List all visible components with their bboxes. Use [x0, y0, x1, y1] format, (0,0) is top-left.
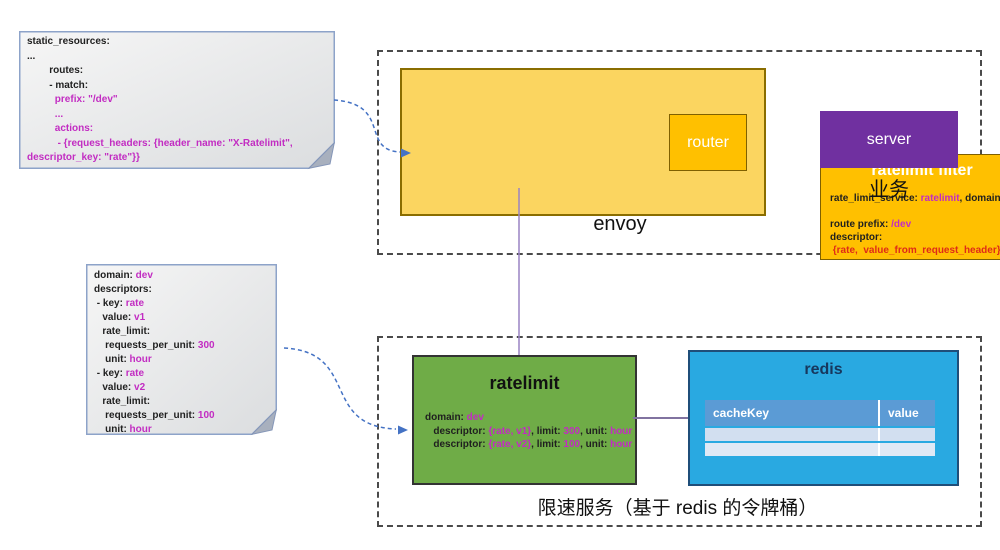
server-box: server — [820, 111, 958, 168]
text-line: - match: — [27, 79, 89, 91]
router-box: router — [669, 114, 747, 171]
ratelimit-service-group-box — [377, 336, 982, 527]
text-line: requests_per_unit: 300 — [94, 340, 215, 351]
text-line: {rate, value_from_request_header} — [830, 245, 1000, 256]
redis-box: redis cacheKey value — [688, 350, 959, 486]
ratelimit-service-caption: 限速服务（基于 redis 的令牌桶） — [537, 498, 818, 519]
text-line: value: v2 — [94, 382, 146, 393]
text-line: requests_per_unit: 100 — [94, 410, 215, 421]
note-text: domain: dev descriptors: - key: rate valu… — [94, 269, 215, 437]
text-line: descriptor: — [830, 232, 883, 243]
text-line: - {request_headers: {header_name: "X-Rat… — [57, 137, 293, 149]
redis-table-header: cacheKey value — [705, 400, 937, 426]
redis-title: redis — [804, 361, 843, 378]
server-label: server — [866, 130, 912, 148]
text-line: routes: — [27, 65, 84, 76]
text-line: descriptor_key: "rate"}} — [27, 152, 140, 163]
envoy-label: envoy — [593, 213, 647, 235]
ratelimit-config-note: domain: dev descriptors: - key: rate valu… — [86, 264, 278, 437]
ratelimit-filter-config: rate_limit_service: ratelimit, domain: d… — [830, 192, 1000, 257]
server-caption: 业务 — [869, 179, 909, 201]
text-line: descriptor: {rate, v1}, limit: 300, unit… — [425, 425, 633, 437]
text-line: static_resources: — [27, 36, 110, 47]
table-cell — [705, 428, 880, 441]
envoy-route-config-note: static_resources:... routes: - match: pr… — [19, 31, 336, 170]
text-line: route prefix: /dev — [830, 219, 912, 230]
table-header-value: value — [880, 400, 935, 426]
text-line: - key: rate — [94, 298, 145, 309]
ratelimit-service-box: ratelimit domain: dev descriptor: {rate,… — [412, 355, 637, 485]
table-cell — [880, 443, 935, 456]
envoy-listener-box: ratelimit filter rate_limit_service: rat… — [400, 68, 1000, 260]
text-line: rate_limit_service: ratelimit, domain: d… — [830, 193, 1000, 204]
table-cell — [880, 428, 935, 441]
router-label: router — [687, 133, 729, 151]
text-line: prefix: "/dev" — [54, 94, 118, 105]
ratelimit-service-config: domain: dev descriptor: {rate, v1}, limi… — [425, 411, 632, 452]
text-line: actions: — [54, 123, 94, 134]
text-line: rate_limit: — [94, 396, 151, 407]
table-row — [705, 443, 937, 456]
table-row — [705, 428, 937, 441]
folded-note-shape — [19, 31, 336, 170]
text-line: domain: dev — [425, 412, 484, 423]
text-line: unit: hour — [94, 424, 152, 435]
text-line: ... — [54, 108, 64, 120]
redis-table: cacheKey value — [705, 400, 937, 456]
note-text: static_resources:... routes: - match: pr… — [27, 35, 293, 166]
text-line: descriptors: — [94, 284, 152, 295]
text-line: rate_limit: — [94, 326, 151, 337]
folded-note-shape — [86, 264, 278, 436]
ratelimit-filter-box: ratelimit filter rate_limit_service: rat… — [820, 154, 1000, 260]
text-line: domain: dev — [94, 270, 153, 281]
text-line: descriptor: {rate, v2}, limit: 100, unit… — [425, 439, 633, 450]
text-line: - key: rate — [94, 368, 145, 379]
text-line: ... — [27, 50, 36, 62]
text-line: value: v1 — [94, 312, 146, 323]
table-cell — [705, 443, 880, 456]
text-line — [830, 205, 1000, 218]
text-line: unit: hour — [94, 354, 152, 365]
table-header-cachekey: cacheKey — [705, 400, 880, 426]
ratelimit-service-title: ratelimit — [489, 373, 560, 393]
